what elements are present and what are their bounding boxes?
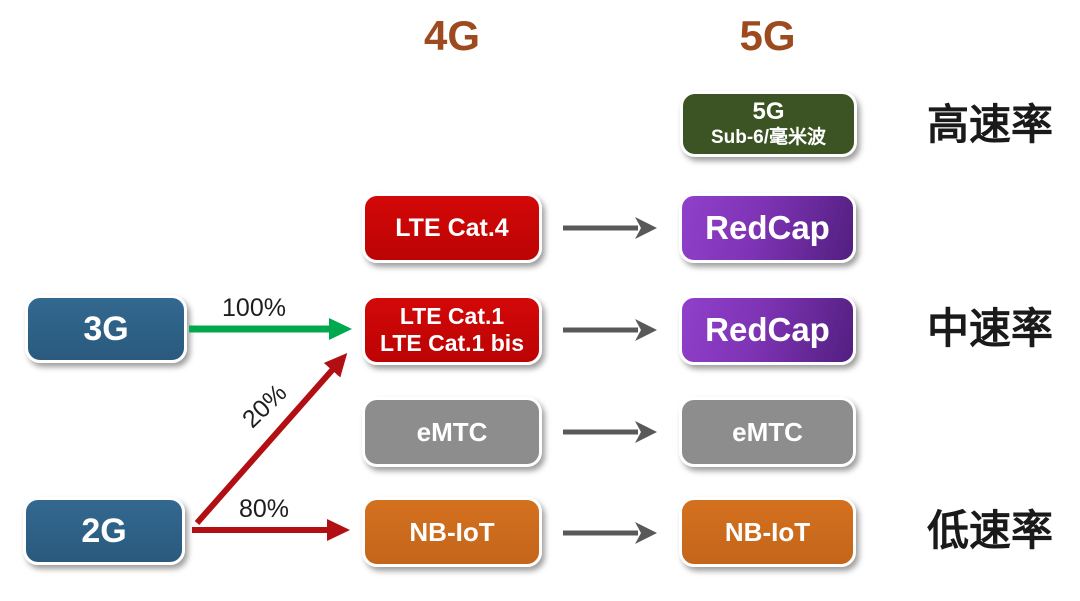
node-2g-label: 2G [81, 511, 127, 550]
node-lte-cat1: LTE Cat.1 LTE Cat.1 bis [362, 295, 542, 365]
percent-label-2g-to-nbiot: 80% [238, 495, 290, 523]
node-redcap-medium: RedCap [679, 295, 856, 365]
node-lte-cat1-line2: LTE Cat.1 bis [380, 330, 524, 356]
node-nbiot-5g: NB-IoT [679, 497, 856, 567]
node-emtc-5g: eMTC [679, 397, 856, 467]
node-nbiot-4g-label: NB-IoT [409, 516, 495, 547]
node-emtc-4g-label: eMTC [416, 416, 488, 447]
tier-label-high-speed: 高速率 [926, 101, 1053, 148]
node-3g-label: 3G [83, 309, 129, 348]
node-lte-cat4: LTE Cat.4 [362, 193, 542, 263]
column-header-4g: 4G [423, 12, 481, 59]
node-lte-cat1-line1: LTE Cat.1 [399, 303, 505, 329]
node-emtc-4g: eMTC [362, 397, 542, 467]
percent-label-3g-to-cat1: 100% [222, 294, 286, 322]
node-5g-sub6-mmwave: 5G Sub-6/毫米波 [680, 91, 857, 157]
node-nbiot-4g: NB-IoT [362, 497, 542, 567]
node-redcap-medium-label: RedCap [705, 311, 830, 348]
node-2g: 2G [23, 497, 185, 565]
node-redcap-high-label: RedCap [705, 209, 830, 246]
node-lte-cat4-label: LTE Cat.4 [395, 213, 509, 242]
tier-label-medium-speed: 中速率 [926, 305, 1053, 352]
node-3g: 3G [25, 295, 187, 363]
node-nbiot-5g-label: NB-IoT [724, 516, 811, 547]
node-5g-line2: Sub-6/毫米波 [710, 127, 827, 148]
node-emtc-5g-label: eMTC [732, 416, 803, 447]
node-redcap-high: RedCap [679, 193, 856, 263]
node-5g-line1: 5G [752, 98, 785, 125]
tier-label-low-speed: 低速率 [926, 507, 1053, 554]
column-header-5g: 5G [739, 12, 796, 59]
percent-label-2g-to-cat1: 20% [236, 378, 293, 434]
